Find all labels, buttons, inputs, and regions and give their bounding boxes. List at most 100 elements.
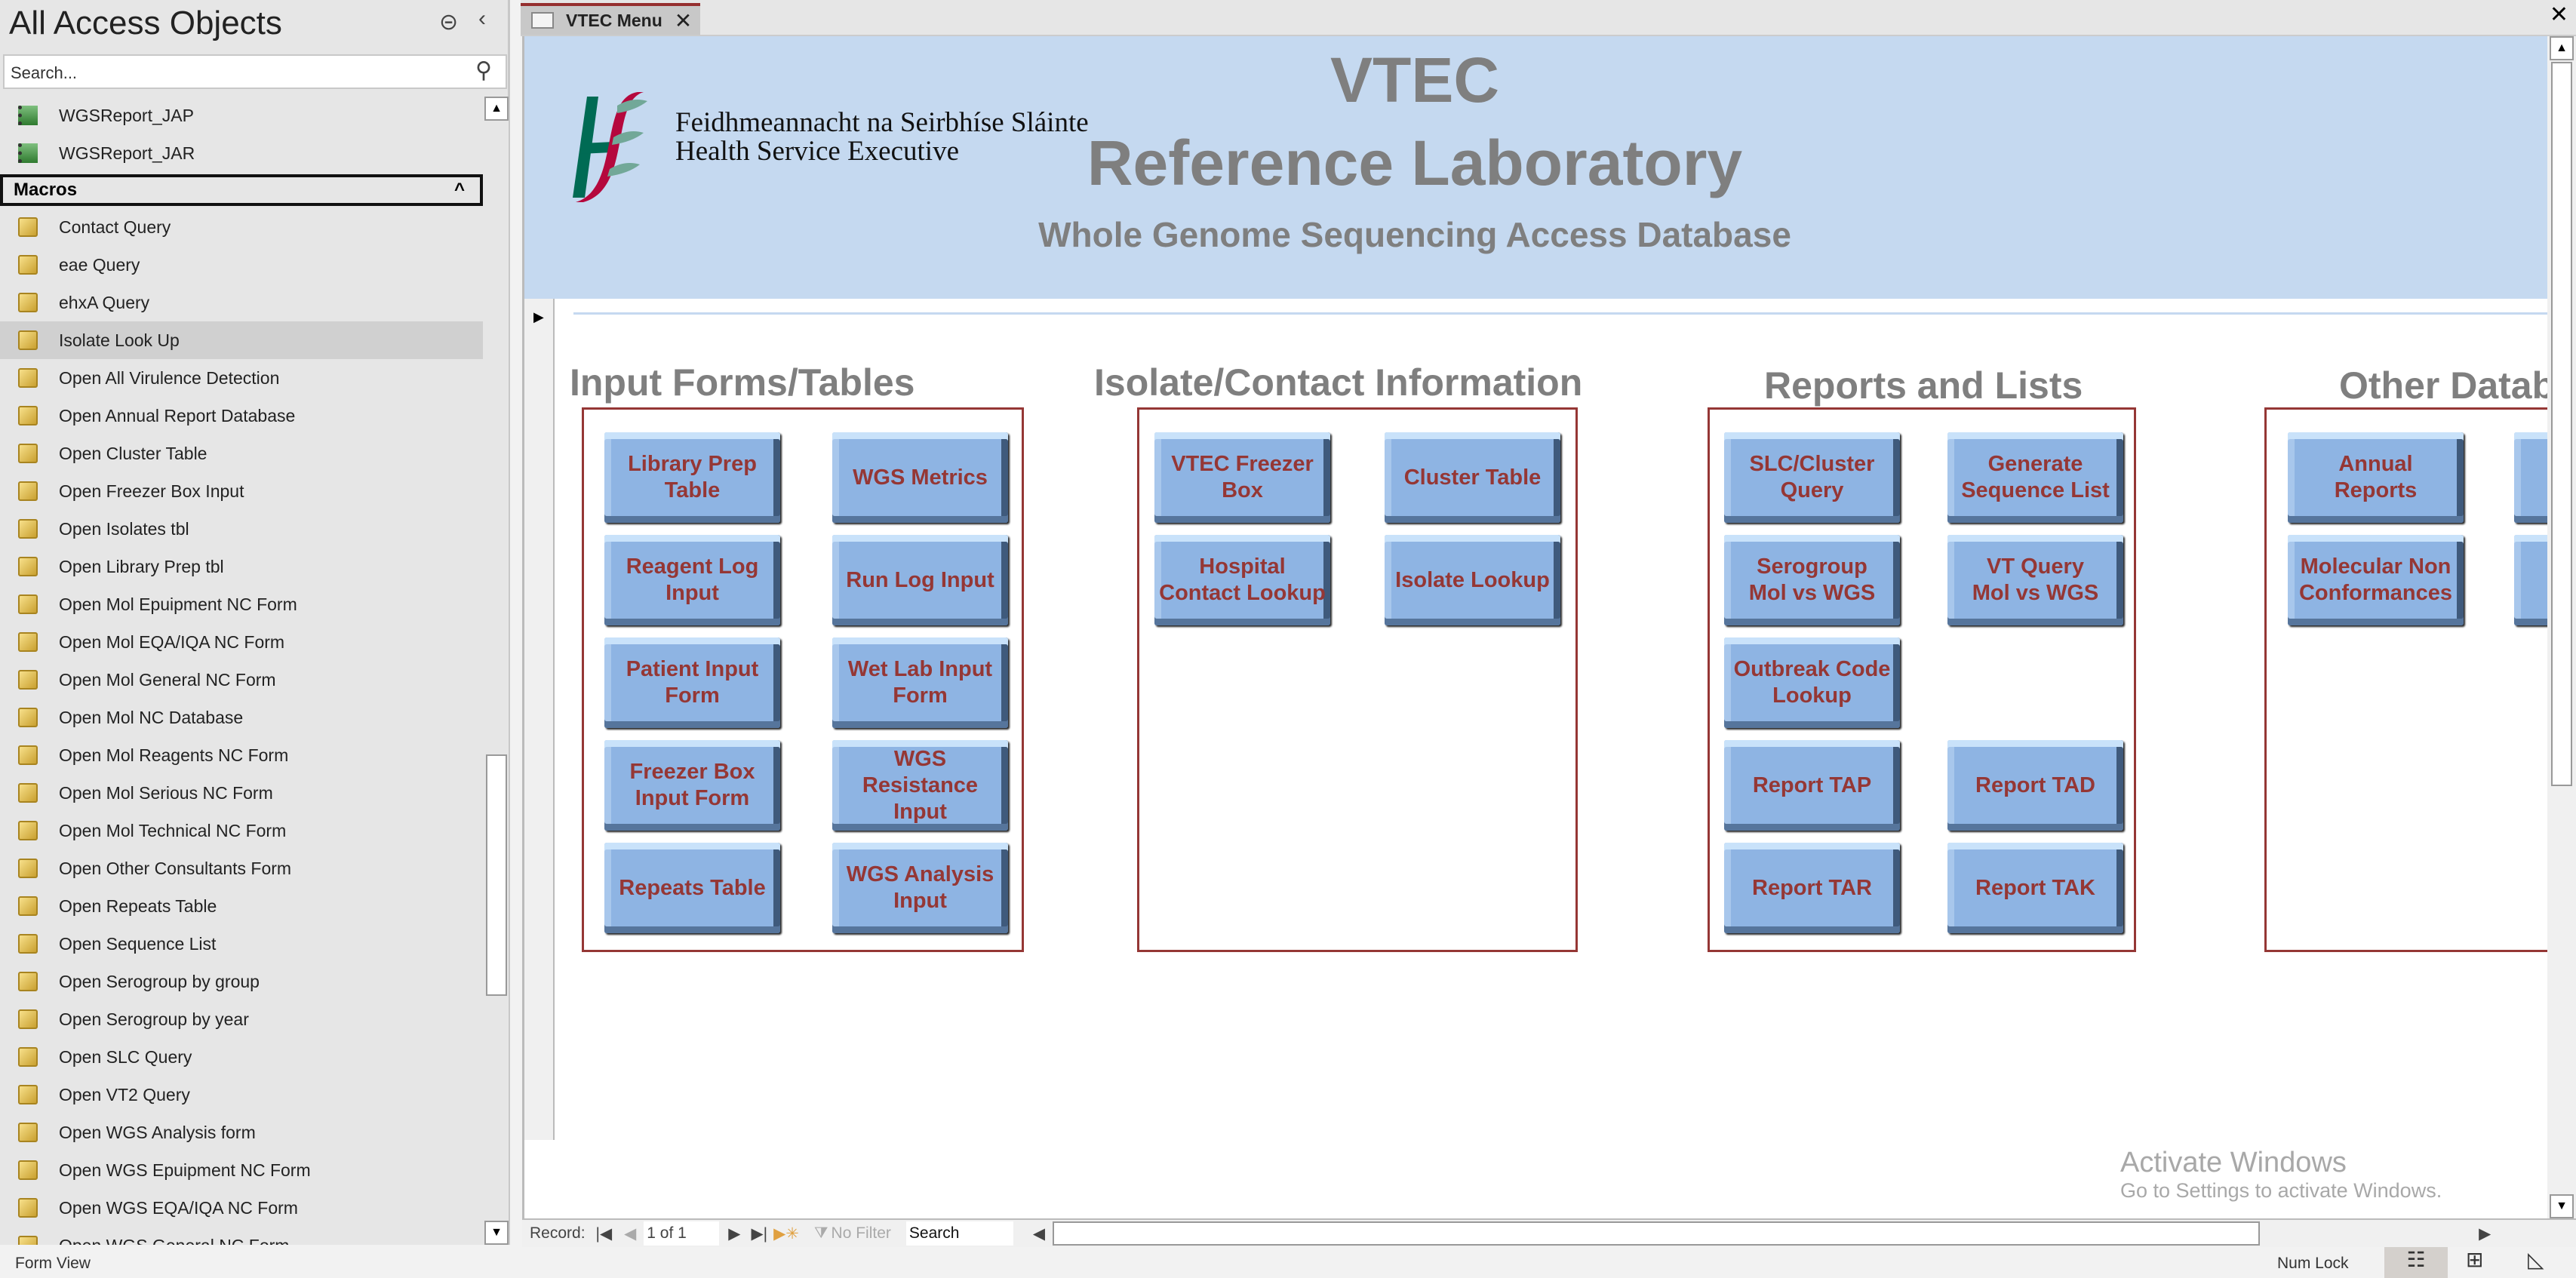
new-record-button[interactable]: ▶✳ [773, 1224, 799, 1243]
menu-button-report-tap[interactable]: Report TAP [1724, 740, 1900, 831]
report-icon [18, 106, 38, 125]
menu-button-report-tad[interactable]: Report TAD [1947, 740, 2123, 831]
macro-item[interactable]: Open Serogroup by group [0, 963, 483, 1000]
nav-options-dropdown-icon[interactable]: ⊝ [439, 10, 459, 35]
macro-item[interactable]: Open Mol Epuipment NC Form [0, 585, 483, 623]
menu-button-vt-query-mol-vs-wgs[interactable]: VT Query Mol vs WGS [1947, 535, 2123, 625]
collapse-group-icon[interactable]: ^ [453, 180, 465, 200]
title-vtec: VTEC [1329, 45, 1500, 115]
menu-button-isolate-lookup[interactable]: Isolate Lookup [1385, 535, 1560, 625]
macro-item[interactable]: Open Mol Technical NC Form [0, 812, 483, 849]
macro-icon [18, 896, 38, 916]
last-record-button[interactable]: ▶| [751, 1224, 768, 1243]
record-selector[interactable]: ▶ [524, 299, 555, 1140]
menu-button-wgs-analysis-input[interactable]: WGS Analysis Input [832, 843, 1008, 933]
list-item-label: Isolate Look Up [59, 330, 180, 350]
macro-item[interactable]: eae Query [0, 246, 483, 284]
menu-button-annual-reports[interactable]: Annual Reports [2288, 432, 2464, 523]
next-record-button[interactable]: ▶ [728, 1224, 741, 1243]
macro-item[interactable]: Contact Query [0, 208, 483, 246]
menu-button-re-c[interactable]: Re C [2514, 535, 2547, 625]
record-search-input[interactable]: Search [905, 1221, 1013, 1246]
menu-button-wgs-resistance-input[interactable]: WGS Resistance Input [832, 740, 1008, 831]
menu-button-report-tak[interactable]: Report TAK [1947, 843, 2123, 933]
form-view-icon[interactable]: ☷ [2384, 1247, 2448, 1278]
scroll-down-button[interactable]: ▼ [484, 1221, 509, 1245]
macro-item[interactable]: Open VT2 Query [0, 1076, 483, 1114]
macro-item[interactable]: Open Mol EQA/IQA NC Form [0, 623, 483, 661]
menu-button-library-prep-table[interactable]: Library Prep Table [604, 432, 780, 523]
menu-button-w-co[interactable]: W Co [2514, 432, 2547, 523]
menu-button-serogroup-mol-vs-wgs[interactable]: Serogroup Mol vs WGS [1724, 535, 1900, 625]
macro-item[interactable]: Open Freezer Box Input [0, 472, 483, 510]
form-scroll-thumb[interactable] [2551, 62, 2572, 786]
design-view-icon[interactable]: ◺ [2528, 1248, 2544, 1271]
previous-record-button[interactable]: ◀ [624, 1224, 637, 1243]
first-record-button[interactable]: |◀ [595, 1224, 613, 1243]
nav-scrollbar[interactable]: ▲ ▼ [484, 97, 509, 1245]
macro-item[interactable]: Open WGS Analysis form [0, 1114, 483, 1151]
macro-item[interactable]: Open All Virulence Detection [0, 359, 483, 397]
macro-icon [18, 708, 38, 727]
form-scroll-up[interactable]: ▲ [2550, 36, 2574, 60]
menu-button-molecular-non-conformances[interactable]: Molecular Non Conformances [2288, 535, 2464, 625]
search-icon[interactable]: ⚲ [475, 58, 492, 83]
list-item-label: Open Freezer Box Input [59, 481, 244, 501]
form-scroll-down[interactable]: ▼ [2550, 1194, 2574, 1218]
layout-view-icon[interactable]: ⊞ [2466, 1248, 2484, 1271]
scroll-right-button[interactable]: ▶ [2479, 1224, 2491, 1243]
menu-button-wet-lab-input-form[interactable]: Wet Lab Input Form [832, 637, 1008, 728]
macro-item[interactable]: Open Repeats Table [0, 887, 483, 925]
menu-button-vtec-freezer-box[interactable]: VTEC Freezer Box [1154, 432, 1330, 523]
close-window-icon[interactable]: ✕ [2549, 2, 2568, 27]
collapse-pane-icon[interactable]: ‹ [478, 6, 486, 31]
no-filter-button[interactable]: No Filter [831, 1224, 891, 1242]
report-item[interactable]: WGSReport_JAR [0, 134, 483, 172]
menu-button-report-tar[interactable]: Report TAR [1724, 843, 1900, 933]
menu-button-hospital-contact-lookup[interactable]: Hospital Contact Lookup [1154, 535, 1330, 625]
current-record-input[interactable]: 1 of 1 [644, 1221, 720, 1246]
macro-item[interactable]: Open Mol General NC Form [0, 661, 483, 699]
tab-vtec-menu[interactable]: VTEC Menu ✕ [521, 3, 700, 35]
horizontal-scrollbar[interactable] [1053, 1221, 2261, 1246]
macro-item[interactable]: Open WGS Epuipment NC Form [0, 1151, 483, 1189]
macro-item[interactable]: Open Mol NC Database [0, 699, 483, 736]
macros-group-header[interactable]: Macros^ [0, 174, 483, 206]
menu-button-reagent-log-input[interactable]: Reagent Log Input [604, 535, 780, 625]
menu-button-repeats-table[interactable]: Repeats Table [604, 843, 780, 933]
macro-item[interactable]: Open WGS EQA/IQA NC Form [0, 1189, 483, 1227]
macro-item[interactable]: ehxA Query [0, 284, 483, 321]
menu-button-patient-input-form[interactable]: Patient Input Form [604, 637, 780, 728]
macro-icon [18, 1009, 38, 1029]
macro-item[interactable]: Open WGS General NC Form [0, 1227, 483, 1245]
macro-item[interactable]: Open Library Prep tbl [0, 548, 483, 585]
scroll-left-button[interactable]: ◀ [1032, 1224, 1046, 1243]
menu-button-slc-cluster-query[interactable]: SLC/Cluster Query [1724, 432, 1900, 523]
menu-button-outbreak-code-lookup[interactable]: Outbreak Code Lookup [1724, 637, 1900, 728]
report-item[interactable]: WGSReport_JAP [0, 97, 483, 134]
macro-icon [18, 1160, 38, 1180]
menu-button-freezer-box-input-form[interactable]: Freezer Box Input Form [604, 740, 780, 831]
close-tab-icon[interactable]: ✕ [674, 8, 693, 32]
menu-button-generate-sequence-list[interactable]: Generate Sequence List [1947, 432, 2123, 523]
macro-icon [18, 859, 38, 878]
menu-button-wgs-metrics[interactable]: WGS Metrics [832, 432, 1008, 523]
macro-item[interactable]: Open Other Consultants Form [0, 849, 483, 887]
macro-item[interactable]: Open SLC Query [0, 1038, 483, 1076]
macro-icon [18, 972, 38, 991]
macro-item[interactable]: Open Annual Report Database [0, 397, 483, 435]
menu-button-cluster-table[interactable]: Cluster Table [1385, 432, 1560, 523]
form-vertical-scrollbar[interactable]: ▲ ▼ [2547, 36, 2576, 1218]
scroll-up-button[interactable]: ▲ [484, 97, 509, 121]
macro-item[interactable]: Isolate Look Up [0, 321, 483, 359]
macro-item[interactable]: Open Serogroup by year [0, 1000, 483, 1038]
macro-item[interactable]: Open Mol Reagents NC Form [0, 736, 483, 774]
nav-search-input[interactable]: Search... [3, 54, 507, 89]
nav-scroll-thumb[interactable] [486, 754, 507, 996]
macro-item[interactable]: Open Sequence List [0, 925, 483, 963]
menu-button-run-log-input[interactable]: Run Log Input [832, 535, 1008, 625]
macro-item[interactable]: Open Cluster Table [0, 435, 483, 472]
macro-item[interactable]: Open Mol Serious NC Form [0, 774, 483, 812]
macro-item[interactable]: Open Isolates tbl [0, 510, 483, 548]
